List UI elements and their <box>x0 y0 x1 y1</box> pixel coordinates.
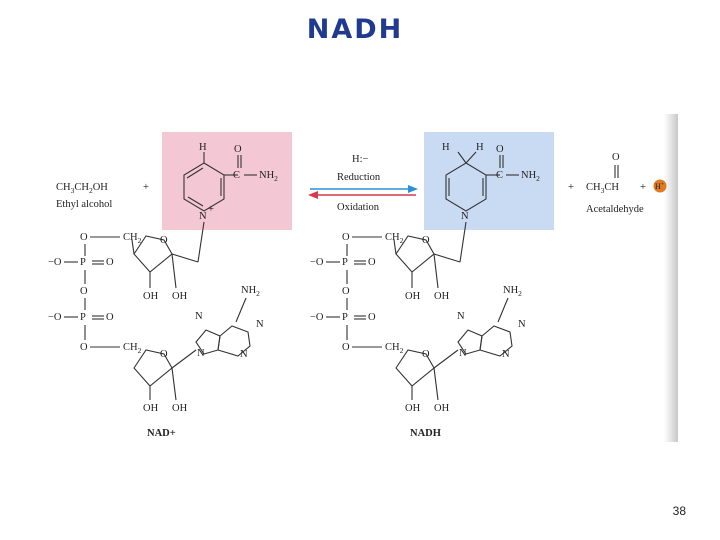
page-number: 38 <box>672 504 686 518</box>
nicotinamide-ring-oxidized: H C O NH2 N + <box>183 142 278 222</box>
svg-text:−O: −O <box>48 312 62 323</box>
svg-text:N: N <box>256 319 264 330</box>
svg-text:O: O <box>160 349 168 360</box>
svg-text:−O: −O <box>48 257 62 268</box>
svg-text:O: O <box>422 235 430 246</box>
svg-text:C: C <box>233 170 240 181</box>
svg-text:CH2: CH2 <box>123 232 142 245</box>
svg-text:O: O <box>234 144 242 155</box>
ethyl-alcohol: CH3CH2OH Ethyl alcohol <box>56 182 112 210</box>
svg-text:P: P <box>80 312 86 323</box>
nadh-backbone-right: O OH OH CH2 O −O P O O −O P O O CH2 O OH <box>310 221 526 414</box>
svg-text:N: N <box>199 211 207 222</box>
svg-text:NH2: NH2 <box>241 285 260 298</box>
svg-text:P: P <box>80 257 86 268</box>
svg-text:OH: OH <box>405 291 421 302</box>
svg-text:−O: −O <box>310 312 324 323</box>
svg-text:CH2: CH2 <box>385 342 404 355</box>
hydride-label: H:− <box>352 154 369 165</box>
svg-text:+: + <box>208 204 214 215</box>
nicotinamide-oxidized-highlight <box>162 132 292 230</box>
proton-badge: H+ <box>653 179 667 193</box>
svg-text:OH: OH <box>143 291 159 302</box>
svg-text:O: O <box>368 312 376 323</box>
svg-text:N: N <box>502 349 510 360</box>
svg-text:OH: OH <box>172 291 188 302</box>
svg-text:H: H <box>476 142 484 153</box>
svg-text:O: O <box>80 286 88 297</box>
svg-text:NH2: NH2 <box>259 170 278 183</box>
svg-text:CH2: CH2 <box>123 342 142 355</box>
ethyl-alcohol-name: Ethyl alcohol <box>56 199 112 210</box>
nad-backbone-left: O OH OH CH2 O −O P O O −O P O O CH2 O OH <box>48 221 264 414</box>
svg-text:O: O <box>160 235 168 246</box>
svg-text:H: H <box>199 142 207 153</box>
svg-text:CH2: CH2 <box>385 232 404 245</box>
svg-text:N: N <box>197 348 205 359</box>
plus-sign-2: + <box>568 182 574 193</box>
svg-text:N: N <box>195 311 203 322</box>
svg-text:O: O <box>342 286 350 297</box>
nadh-caption: NADH <box>410 428 441 439</box>
svg-text:NH2: NH2 <box>503 285 522 298</box>
svg-text:O: O <box>80 232 88 243</box>
plus-sign-1: + <box>143 182 149 193</box>
svg-text:O: O <box>342 342 350 353</box>
nad-plus-caption: NAD+ <box>147 428 176 439</box>
svg-text:−O: −O <box>310 257 324 268</box>
svg-text:OH: OH <box>434 291 450 302</box>
svg-text:OH: OH <box>405 403 421 414</box>
svg-text:C: C <box>496 170 503 181</box>
svg-text:O: O <box>106 257 114 268</box>
svg-text:N: N <box>240 349 248 360</box>
svg-text:O: O <box>496 144 504 155</box>
acetaldehyde-name: Acetaldehyde <box>586 204 644 215</box>
svg-text:P: P <box>342 257 348 268</box>
svg-text:N: N <box>459 348 467 359</box>
ethyl-alcohol-formula: CH3CH2OH <box>56 182 108 195</box>
svg-text:NH2: NH2 <box>521 170 540 183</box>
svg-text:O: O <box>80 342 88 353</box>
svg-text:O: O <box>342 232 350 243</box>
reduction-label: Reduction <box>337 172 381 183</box>
oxidation-label: Oxidation <box>337 202 380 213</box>
reaction-arrows: H:− Reduction Oxidation <box>308 154 418 213</box>
svg-text:N: N <box>461 211 469 222</box>
slide-title: NADH <box>306 14 404 45</box>
svg-text:N: N <box>457 311 465 322</box>
svg-text:O: O <box>106 312 114 323</box>
plus-sign-3: + <box>640 182 646 193</box>
page-edge-shadow <box>664 114 678 442</box>
svg-text:N: N <box>518 319 526 330</box>
svg-text:P: P <box>342 312 348 323</box>
nicotinamide-ring-reduced: H H C O NH2 N <box>442 142 540 222</box>
svg-text:OH: OH <box>172 403 188 414</box>
acetaldehyde-formula: CH3CH <box>586 182 619 195</box>
svg-text:H: H <box>442 142 450 153</box>
acetaldehyde: O CH3CH Acetaldehyde <box>586 152 644 215</box>
svg-text:O: O <box>422 349 430 360</box>
svg-text:OH: OH <box>434 403 450 414</box>
svg-text:O: O <box>368 257 376 268</box>
svg-text:OH: OH <box>143 403 159 414</box>
proton-label: H+ <box>655 182 665 191</box>
svg-text:O: O <box>612 152 620 163</box>
